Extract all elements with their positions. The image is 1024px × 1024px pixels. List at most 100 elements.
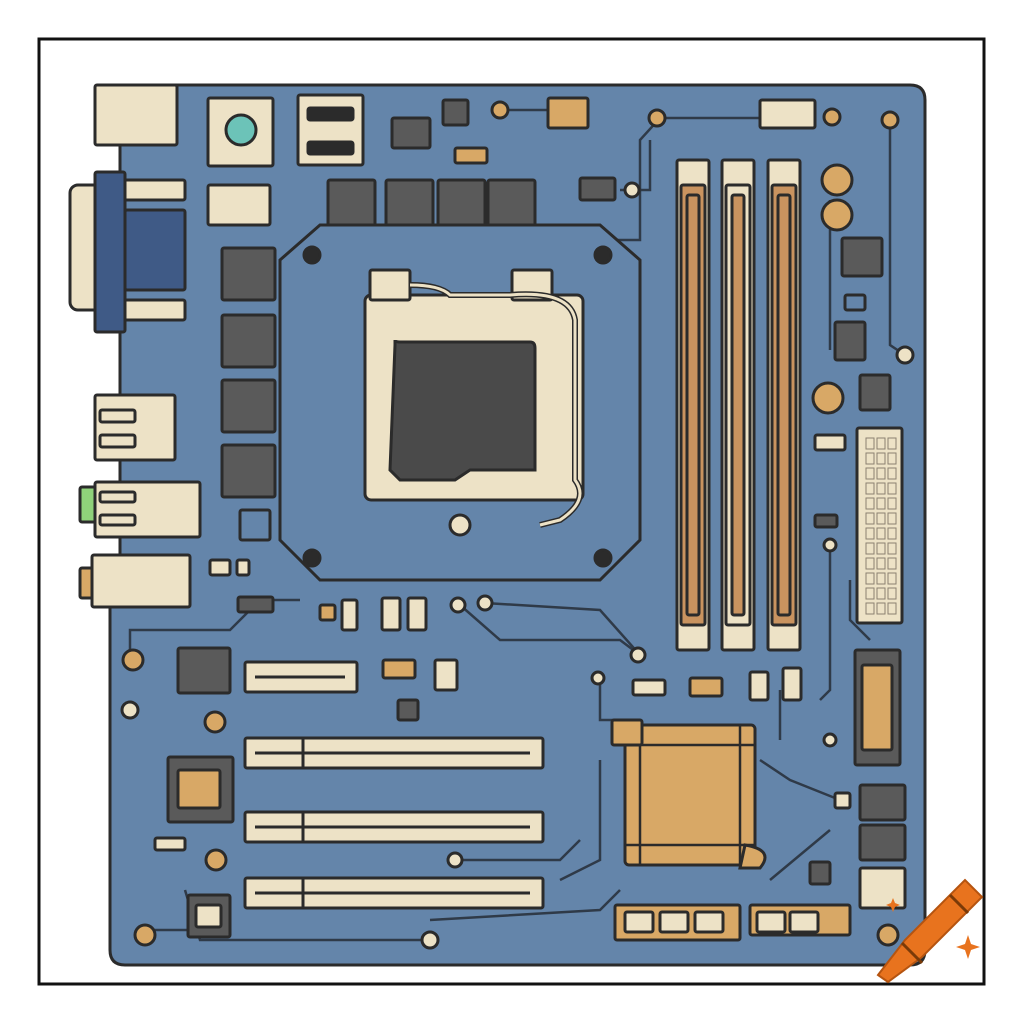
connector-pin — [865, 557, 875, 570]
connector-pin — [865, 497, 875, 510]
resistor — [453, 146, 489, 165]
via — [629, 646, 647, 664]
connector-pin — [865, 587, 875, 600]
socket-screw — [302, 245, 322, 265]
connector-pin — [887, 467, 897, 480]
trace — [759, 758, 841, 802]
chip — [840, 236, 884, 278]
connector-pin — [865, 602, 875, 615]
connector-pin — [865, 572, 875, 585]
audio-block — [90, 553, 192, 609]
chip — [176, 646, 232, 695]
capacitor-smd — [340, 598, 359, 632]
vga-body — [123, 208, 187, 292]
port-slot — [98, 490, 137, 504]
small-chip — [808, 860, 832, 886]
via — [121, 648, 145, 672]
via — [876, 923, 900, 947]
usb-port-double — [93, 480, 202, 539]
resistor — [235, 558, 251, 577]
socket-latch — [368, 268, 412, 302]
resistor — [208, 558, 232, 577]
connector-pin — [887, 452, 897, 465]
via — [623, 181, 641, 199]
vga-connector — [93, 170, 127, 334]
small-chip — [390, 116, 432, 150]
connector-pin — [865, 542, 875, 555]
trace — [769, 829, 831, 881]
crayon-icon-band — [900, 893, 970, 965]
vrm-chip — [436, 178, 487, 229]
connector-pin — [876, 527, 886, 540]
resistor — [688, 676, 724, 698]
capacitor-smd — [748, 670, 770, 702]
capacitor-smd — [433, 658, 459, 692]
jumper-block — [206, 183, 272, 227]
socket-screw — [593, 245, 613, 265]
bios-chip-die — [176, 768, 222, 810]
connector-pin — [887, 572, 897, 585]
connector-pin — [865, 437, 875, 450]
connector-pin — [876, 482, 886, 495]
port-slot — [306, 106, 355, 122]
capacitor-smd — [781, 666, 803, 702]
connector-pin — [865, 452, 875, 465]
capacitor-smd — [380, 596, 402, 632]
heatsink-fins — [625, 725, 755, 865]
chip — [833, 320, 867, 362]
port-slot — [98, 433, 137, 449]
connector-pin — [887, 542, 897, 555]
usb-port — [93, 83, 179, 147]
heatsink-clip — [610, 718, 644, 747]
mosfet-chip — [220, 246, 277, 302]
audio-jack — [224, 113, 258, 147]
via — [822, 537, 838, 553]
resistor — [153, 836, 187, 852]
rear-port — [858, 823, 907, 862]
connector-pin — [876, 542, 886, 555]
connector-pin — [887, 587, 897, 600]
header-pins — [755, 910, 787, 934]
ram-slot-groove — [776, 193, 792, 617]
connector-pin — [876, 557, 886, 570]
connector-pin — [865, 512, 875, 525]
trace — [484, 601, 641, 656]
atx-power-connector — [855, 426, 904, 625]
socket-pin — [448, 513, 472, 537]
crayon-icon — [876, 878, 984, 984]
via — [446, 851, 464, 869]
capacitor — [820, 198, 854, 232]
via — [449, 596, 467, 614]
resistor — [381, 658, 417, 680]
via — [120, 700, 140, 720]
connector-pin — [876, 587, 886, 600]
trace — [429, 889, 621, 922]
ram-slot-groove — [685, 193, 701, 617]
capacitor-smd — [546, 96, 590, 130]
capacitor — [820, 163, 854, 197]
header — [118, 298, 187, 322]
via — [880, 110, 900, 130]
socket-lever — [409, 283, 582, 527]
mosfet-chip — [220, 313, 277, 369]
connector-pin — [887, 557, 897, 570]
connector-pin — [887, 527, 897, 540]
via — [133, 923, 157, 947]
connector-pin — [865, 467, 875, 480]
header-pins — [658, 910, 690, 934]
cpu-die — [388, 339, 537, 482]
sparkle-icon — [956, 935, 980, 959]
connector-pin — [865, 527, 875, 540]
small-chip — [843, 293, 867, 312]
via — [895, 345, 915, 365]
capacitor — [811, 381, 845, 415]
via — [822, 107, 842, 127]
vrm-chip — [326, 178, 377, 229]
transistor — [396, 698, 420, 722]
trace — [848, 580, 871, 641]
power-connector-4pin — [758, 98, 817, 130]
transistor — [578, 176, 617, 202]
connector-pin — [887, 437, 897, 450]
header — [118, 178, 187, 202]
